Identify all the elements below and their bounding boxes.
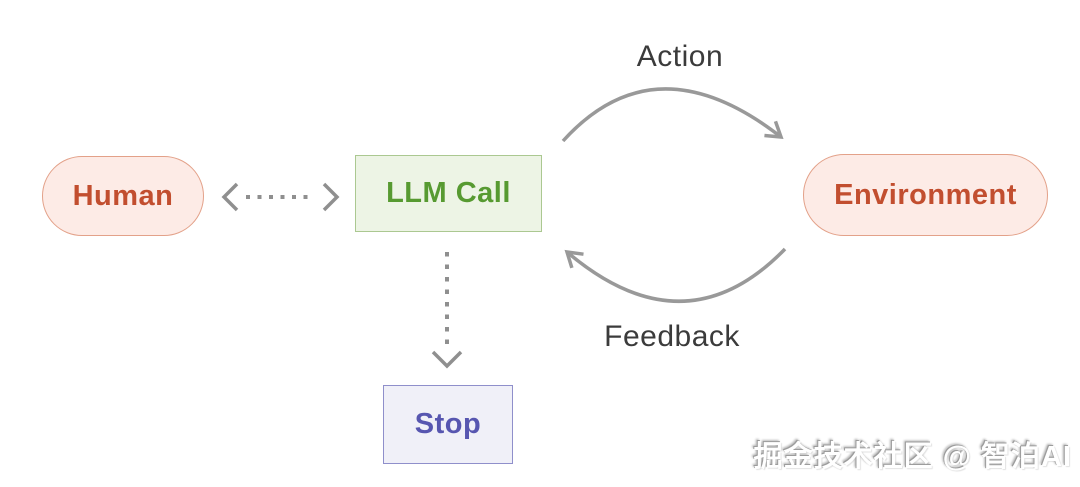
node-human: Human	[42, 156, 204, 236]
action-curved-arrow	[561, 87, 784, 143]
node-environment-label: Environment	[834, 178, 1017, 211]
llm-stop-dashed-arrow	[431, 252, 463, 369]
node-stop-label: Stop	[414, 408, 482, 440]
node-llm-call: LLM Call	[355, 155, 542, 232]
watermark: 掘金技术社区 @ 智泊AI	[753, 441, 1072, 473]
human-llm-dashed-arrow	[221, 182, 340, 212]
node-llm-call-label: LLM Call	[386, 177, 511, 209]
node-human-label: Human	[72, 179, 174, 212]
edge-label-feedback: Feedback	[604, 320, 740, 353]
edge-label-action: Action	[636, 40, 724, 73]
node-environment: Environment	[803, 154, 1048, 236]
feedback-curved-arrow	[564, 247, 787, 303]
node-stop: Stop	[383, 385, 513, 464]
